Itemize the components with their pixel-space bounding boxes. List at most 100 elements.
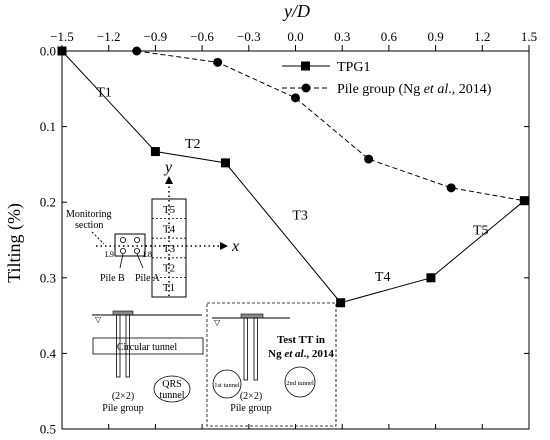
x-tick-label: −0.9 (144, 29, 168, 44)
pile-group-label-right: Pile group (230, 403, 271, 414)
x-tick-label: −1.5 (50, 29, 74, 44)
pile-a-label: Pile A (135, 273, 161, 284)
inset-plan-view: Monitoring section x y L9 L8 Pile B Pile… (66, 159, 239, 298)
x-tick-label: −1.2 (97, 29, 121, 44)
right-inset-border (206, 302, 337, 427)
series-1-point (426, 273, 436, 283)
test-tt-etal: et al (284, 348, 304, 360)
series-line-1 (61, 50, 525, 304)
legend-ng-etal: et al (424, 82, 449, 97)
qrs-tunnel-outline (153, 375, 191, 403)
legend-ng-prefix: Pile group (Ng (337, 82, 424, 97)
pile-right-2 (253, 317, 258, 381)
y-axis-arrowhead (165, 176, 173, 184)
y-tick-label: 0.0 (40, 44, 56, 59)
inset-section-right: ▽ Test TT in Ng et al., 2014 1st tunnel … (206, 302, 337, 427)
first-tunnel-label: 1st tunnel (214, 382, 240, 389)
series-1-point (336, 298, 346, 308)
circular-tunnel-label: Circular tunnel (117, 342, 177, 353)
segment-label-t1: T1 (96, 85, 112, 100)
monitoring-label-line1: Monitoring (66, 209, 112, 220)
plot-frame (61, 50, 530, 430)
x-tick-label: 1.2 (474, 29, 490, 44)
ground-mark-right: ▽ (214, 318, 221, 327)
y-tick-label: 0.1 (40, 119, 56, 134)
test-tt-year: ., 2014 (304, 348, 335, 360)
series-1-point (220, 158, 230, 168)
second-tunnel-label: 2nd tunnel (286, 380, 314, 387)
pile-plan-bl (120, 247, 127, 254)
monitoring-arrow (91, 231, 105, 245)
pile-right-1 (243, 317, 248, 381)
x-axis-arrowhead (220, 242, 228, 250)
section-strip (151, 198, 187, 298)
series-1-point (57, 46, 67, 56)
series-2-point (446, 183, 456, 193)
pile-group-label-left: Pile group (102, 403, 143, 414)
section-t4-label: T4 (163, 223, 176, 235)
l9-label: L9 (105, 250, 114, 259)
y-tick-label: 0.4 (40, 346, 57, 361)
circular-tunnel-rect (92, 337, 204, 355)
pile-b-label: Pile B (100, 273, 125, 284)
legend-tpg1-label: TPG1 (337, 60, 370, 75)
ground-mark-left: ▽ (95, 315, 102, 324)
y-axis-letter: y (163, 159, 173, 176)
pile-cap-right (240, 313, 264, 319)
l8-label: L8 (143, 250, 152, 259)
pile-group-size-left: (2×2) (112, 391, 134, 402)
y-tick-label: 0.3 (40, 270, 56, 285)
pile-cap-left (112, 310, 134, 316)
x-tick-label: 0.0 (287, 29, 303, 44)
second-tunnel-outline (284, 366, 316, 398)
series-1-point (150, 147, 160, 157)
pile-group-size-right: (2×2) (240, 391, 262, 402)
test-tt-ng: Ng (268, 348, 284, 360)
section-t3-label: T3 (163, 243, 176, 255)
pile-a-leader (136, 253, 144, 269)
legend: TPG1 Pile group (Ng et al., 2014) (282, 60, 492, 97)
section-t1-label: T1 (163, 282, 175, 294)
series-2-point (213, 57, 223, 67)
series-2-point (291, 93, 300, 103)
test-tt-title-line1: Test TT in (277, 334, 325, 346)
segment-label-t3: T3 (292, 209, 308, 224)
x-tick-label: −0.6 (190, 29, 214, 44)
legend-ng-suffix: ., 2014) (448, 82, 492, 97)
pile-plan-tr (133, 236, 140, 243)
pile-cap-plan (114, 233, 146, 257)
legend-ng-label: Pile group (Ng et al., 2014) (337, 82, 492, 97)
pile-b-leader (119, 253, 124, 269)
series-line-2 (136, 50, 525, 202)
pile-left-2 (125, 314, 130, 378)
series-2-point (132, 46, 142, 56)
y-tick-label: 0.2 (40, 195, 56, 210)
y-tick-label: 0.5 (40, 422, 56, 437)
x-tick-label: 1.5 (521, 29, 537, 44)
x-axis-letter: x (231, 238, 239, 255)
pile-left-1 (116, 314, 121, 378)
x-tick-label: 0.6 (381, 29, 398, 44)
section-t5-label: T5 (163, 204, 176, 216)
pile-plan-tl (120, 236, 127, 243)
qrs-line2: tunnel (160, 390, 185, 401)
section-t2-label: T2 (163, 263, 175, 275)
legend-ng-marker (301, 83, 311, 93)
qrs-line1: QRS (162, 379, 181, 390)
legend-tpg1-marker (301, 61, 310, 71)
x-axis-title: y/D (282, 1, 310, 21)
series-2-point (519, 196, 529, 206)
x-tick-label: 0.9 (427, 29, 443, 44)
test-tt-title-line2: Ng et al., 2014 (268, 348, 334, 360)
inset-section-left: ▽ Circular tunnel QRS tunnel (2×2) Pile … (92, 310, 204, 414)
segment-label-t5: T5 (473, 224, 489, 239)
first-tunnel-outline (212, 369, 242, 399)
y-axis-title: Tilting (%) (4, 203, 25, 283)
series-2-point (364, 154, 374, 164)
segment-label-t4: T4 (375, 270, 391, 285)
monitoring-label-line2: section (75, 220, 103, 231)
